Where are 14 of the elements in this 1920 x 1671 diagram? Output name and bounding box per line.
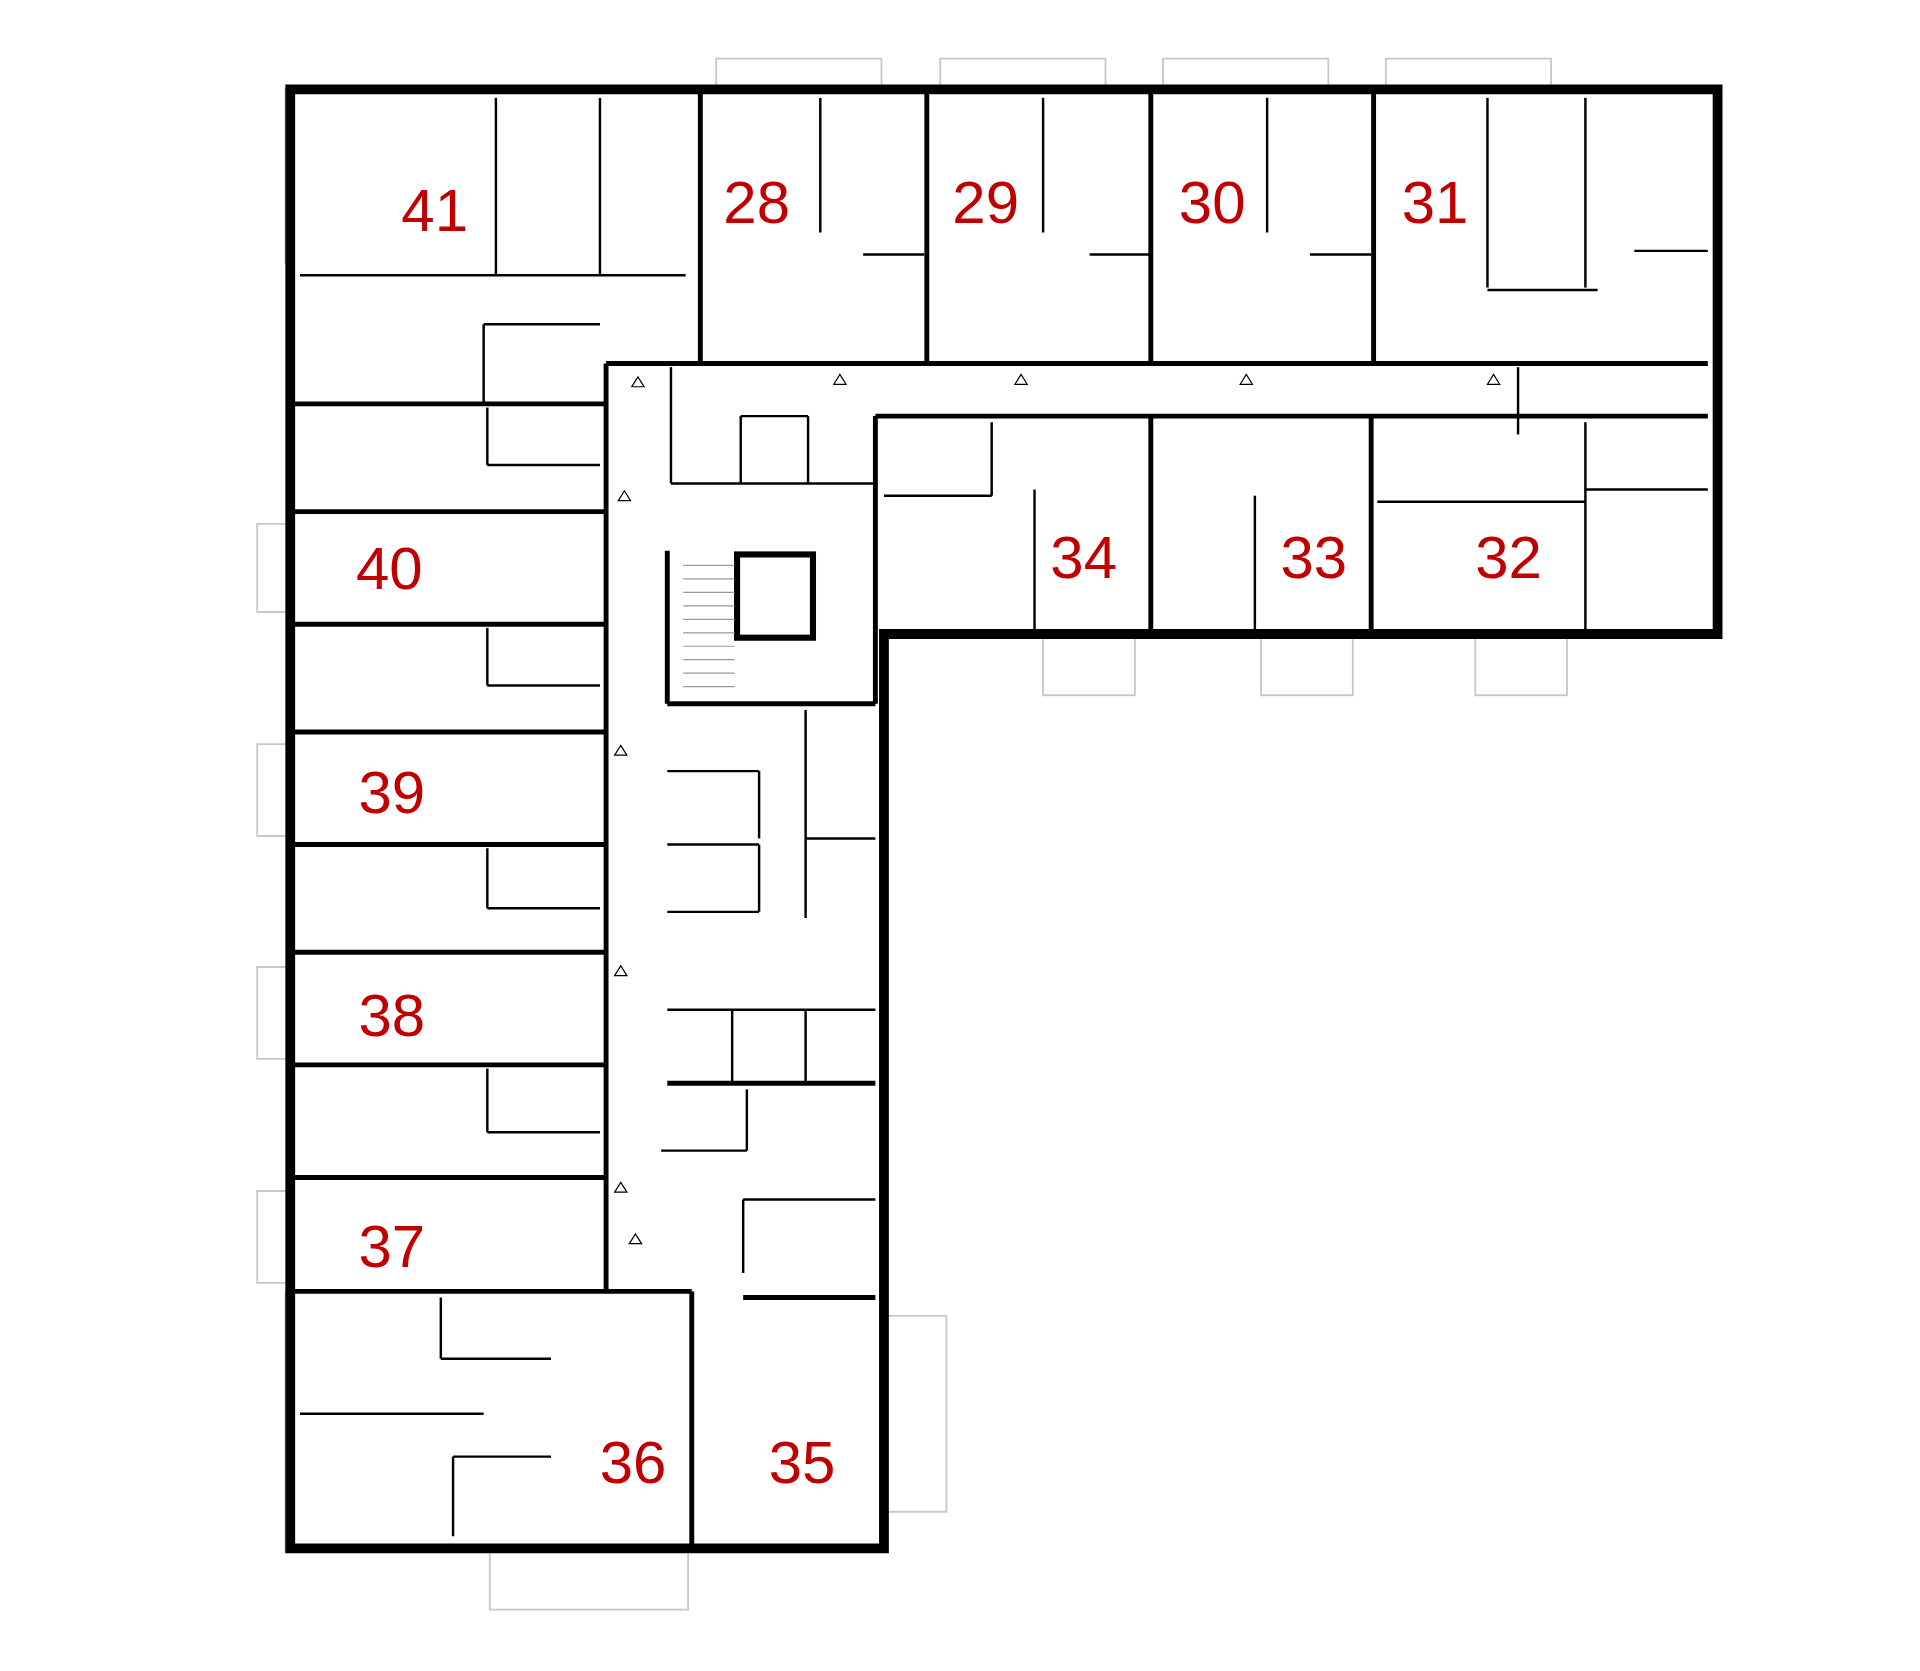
- apartment-number: 33: [1280, 528, 1348, 589]
- apartment-number: 41: [401, 180, 469, 241]
- apartment-number: 31: [1401, 173, 1469, 234]
- apartment-number: 32: [1475, 528, 1542, 589]
- apartment-number: 28: [723, 173, 791, 234]
- apartment-number: 30: [1178, 173, 1246, 234]
- apartment-number: 37: [358, 1216, 426, 1277]
- apartment-number: 40: [356, 539, 423, 600]
- apartment-number: 36: [599, 1433, 667, 1494]
- apartment-number: 35: [768, 1433, 836, 1494]
- apartment-number: 29: [952, 173, 1020, 234]
- apartment-number: 38: [358, 986, 426, 1047]
- apartment-number: 39: [358, 763, 426, 824]
- apartment-number: 34: [1050, 528, 1118, 589]
